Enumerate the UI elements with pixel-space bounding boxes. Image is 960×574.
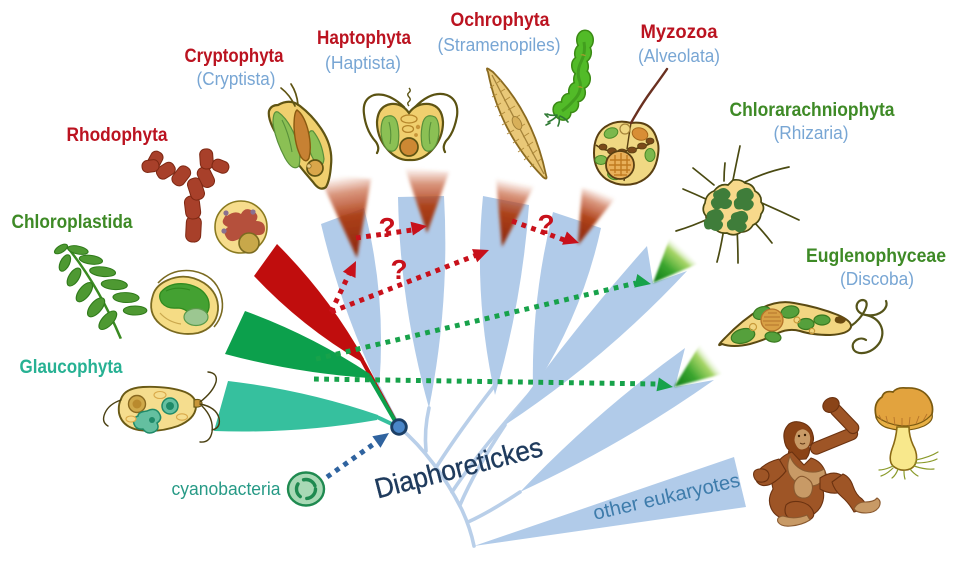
svg-text:(Alveolata): (Alveolata) [638, 46, 720, 66]
svg-text:cyanobacteria: cyanobacteria [172, 478, 282, 499]
svg-text:Chlorarachniophyta: Chlorarachniophyta [730, 99, 895, 121]
svg-text:(Stramenopiles): (Stramenopiles) [438, 35, 561, 55]
svg-text:Haptophyta: Haptophyta [317, 27, 411, 49]
svg-text:?: ? [537, 209, 554, 240]
svg-text:Euglenophyceae: Euglenophyceae [806, 245, 946, 267]
svg-text:(Haptista): (Haptista) [325, 53, 401, 73]
svg-text:Chloroplastida: Chloroplastida [12, 211, 133, 233]
svg-text:Myzozoa: Myzozoa [641, 21, 718, 43]
svg-text:?: ? [390, 254, 407, 285]
svg-text:?: ? [378, 212, 395, 243]
svg-text:Rhodophyta: Rhodophyta [67, 124, 168, 146]
svg-text:(Rhizaria): (Rhizaria) [774, 123, 849, 143]
svg-text:(Cryptista): (Cryptista) [197, 69, 276, 89]
svg-text:Glaucophyta: Glaucophyta [20, 356, 123, 378]
svg-text:(Discoba): (Discoba) [840, 269, 914, 289]
svg-text:Ochrophyta: Ochrophyta [451, 9, 550, 31]
svg-text:Cryptophyta: Cryptophyta [185, 45, 284, 67]
